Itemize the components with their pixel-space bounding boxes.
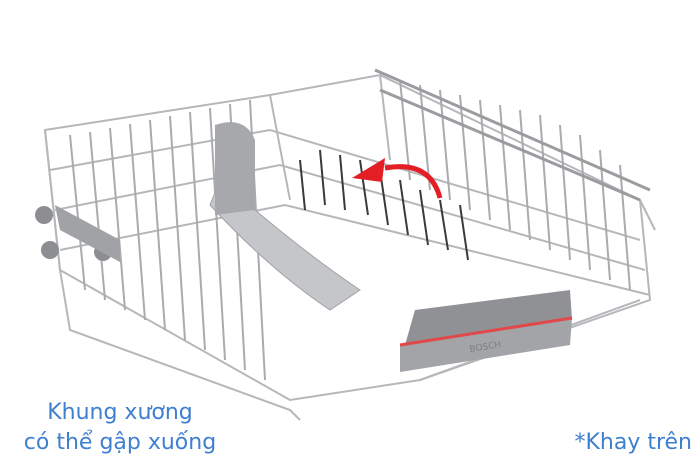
bosch-cutlery-tray: BOSCH [399, 290, 573, 372]
caption-line-1: Khung xương [47, 400, 193, 425]
fold-frame-caption: Khung xương có thể gập xuống [0, 398, 240, 458]
spray-hub [215, 122, 255, 215]
caption-line-2: có thể gập xuống [23, 430, 217, 455]
upper-rack-caption: *Khay trên [574, 430, 692, 455]
fold-arrow-icon [352, 158, 443, 199]
rack-wires [69, 79, 631, 381]
svg-text:BOSCH: BOSCH [469, 340, 502, 355]
cup-shelf [374, 68, 651, 202]
rack-frame [43, 73, 656, 421]
rack-rollers [35, 205, 120, 262]
spray-arm [209, 179, 361, 311]
plate-tines [299, 149, 469, 261]
